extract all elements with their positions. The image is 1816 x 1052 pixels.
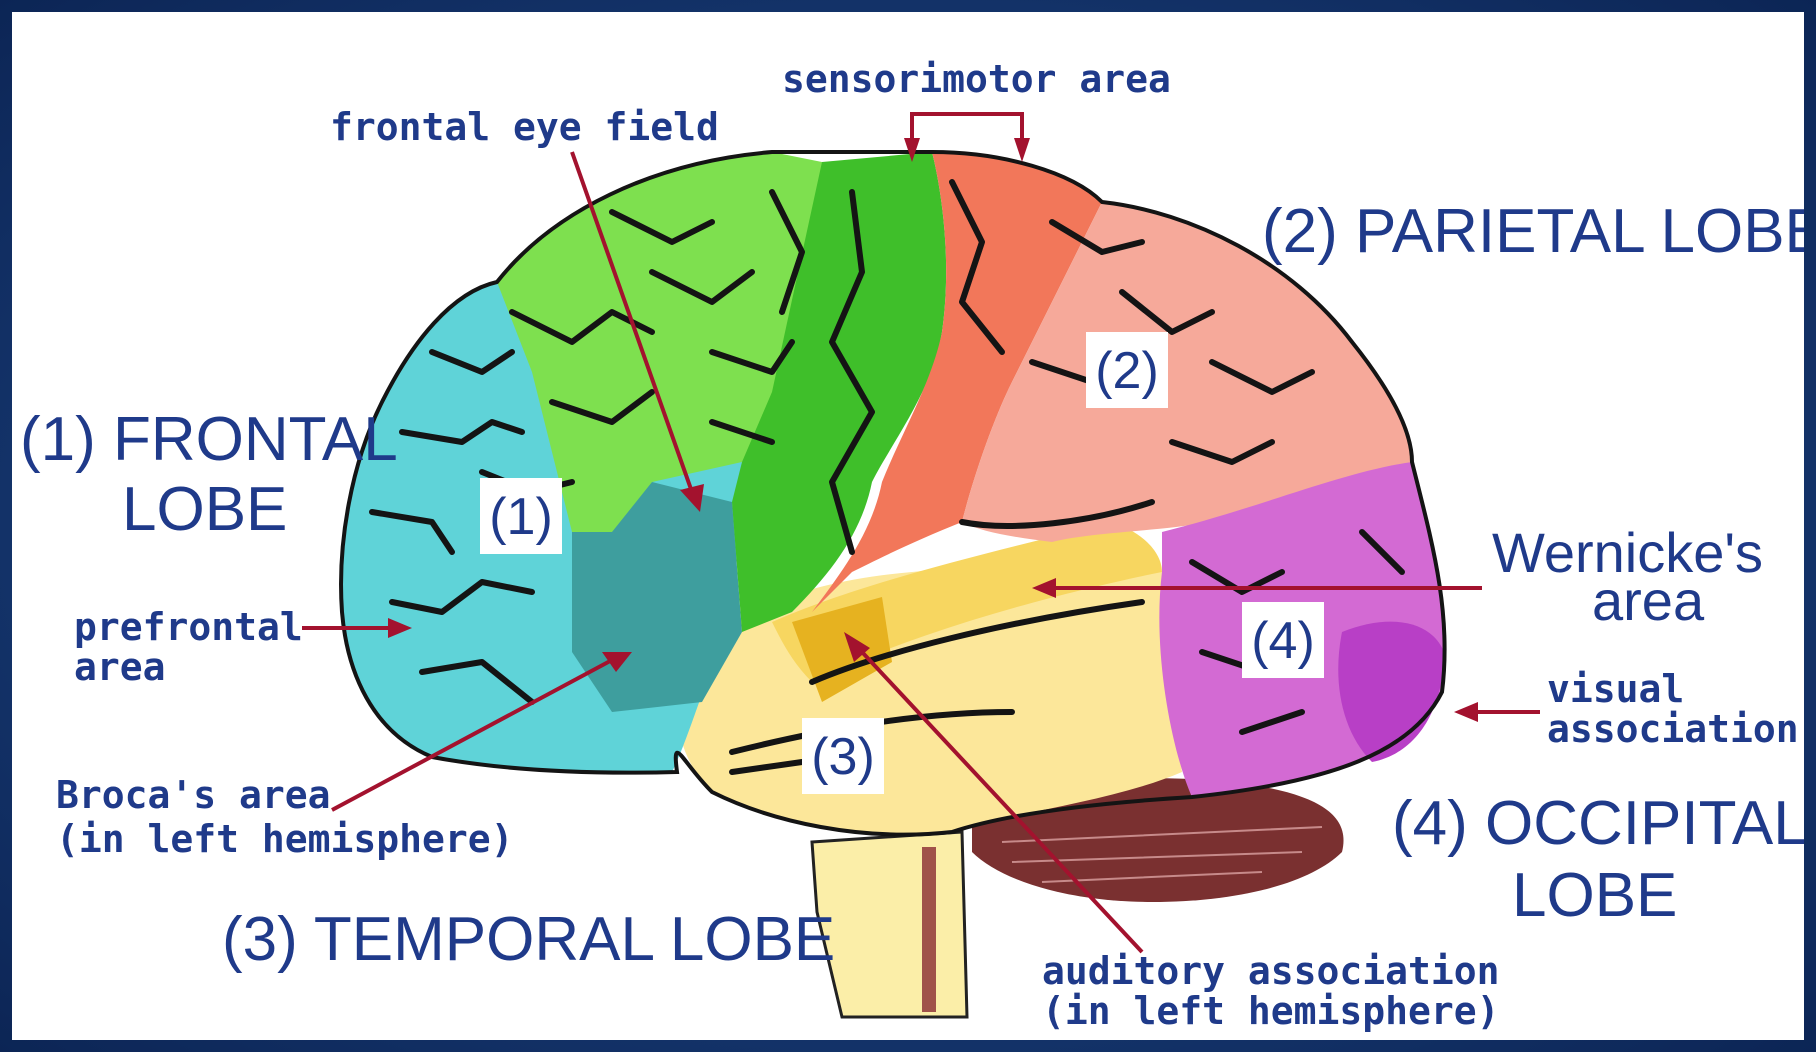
svg-text:(3): (3): [811, 728, 875, 786]
svg-text:(1): (1): [489, 488, 553, 546]
region-number-frontal: (1): [480, 478, 562, 554]
label-frontal-lobe-line1: (1) FRONTAL: [20, 405, 398, 474]
label-parietal-lobe: (2) PARIETAL LOBE: [1262, 197, 1804, 266]
label-frontal-eye-field: frontal eye field: [330, 105, 719, 149]
label-temporal-lobe: (3) TEMPORAL LOBE: [222, 905, 835, 974]
label-occipital-line1: (4) OCCIPITAL: [1392, 789, 1804, 858]
label-auditory-line1: auditory association: [1042, 949, 1500, 993]
region-number-occipital: (4): [1242, 602, 1324, 678]
label-occipital-line2: LOBE: [1512, 861, 1677, 930]
region-number-temporal: (3): [802, 718, 884, 794]
svg-text:(2): (2): [1095, 342, 1159, 400]
label-wernicke-line2: area: [1592, 569, 1705, 632]
label-broca-line1: Broca's area: [56, 773, 331, 817]
label-prefrontal-line2: area: [74, 645, 166, 689]
label-visual-line2: association: [1547, 707, 1799, 751]
label-prefrontal-line1: prefrontal: [74, 605, 303, 649]
label-frontal-lobe-line2: LOBE: [122, 475, 287, 544]
label-sensorimotor: sensorimotor area: [782, 57, 1171, 101]
label-broca-line2: (in left hemisphere): [56, 817, 514, 861]
svg-text:(4): (4): [1251, 612, 1315, 670]
brain-diagram: (1) (2) (3) (4): [12, 12, 1804, 1040]
region-number-parietal: (2): [1086, 332, 1168, 408]
label-auditory-line2: (in left hemisphere): [1042, 989, 1500, 1033]
diagram-canvas: (1) (2) (3) (4): [12, 12, 1804, 1040]
label-visual-line1: visual: [1547, 667, 1684, 711]
